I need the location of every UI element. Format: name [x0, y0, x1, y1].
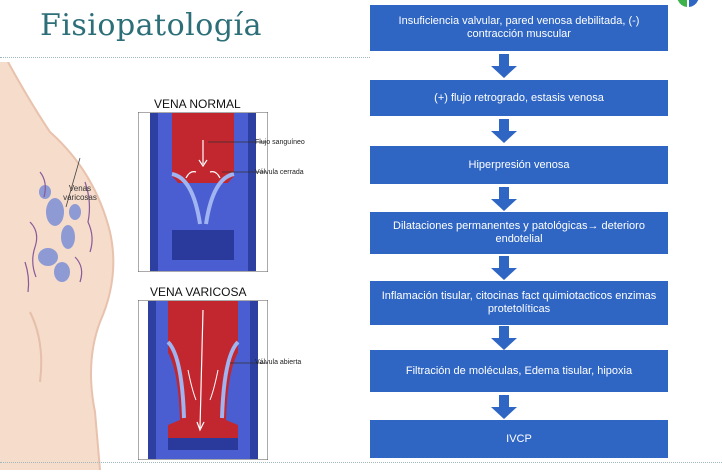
varicose-veins	[38, 185, 81, 282]
flow-step-6: Filtración de moléculas, Edema tisular, …	[370, 350, 668, 392]
normal-vein-heading: VENA NORMAL	[154, 97, 241, 111]
flow-step-3: Hiperpresión venosa	[370, 146, 668, 184]
callout-open-valve: Válvula abierta	[255, 359, 302, 366]
flow-step-2: (+) flujo retrogrado, estasis venosa	[370, 80, 668, 116]
flow-step-1: Insuficiencia valvular, pared venosa deb…	[370, 5, 668, 51]
bottom-divider	[0, 462, 722, 463]
varicose-vein-heading: VENA VARICOSA	[150, 285, 247, 299]
callout-closed-valve: Válvula cerrada	[255, 169, 304, 176]
normal-vein-illustration	[138, 112, 268, 272]
leg-drawing	[0, 61, 115, 471]
flow-arrow-3-icon	[491, 187, 517, 211]
flow-step-5: Inflamación tisular, citocinas fact quim…	[370, 281, 668, 325]
leg-label: Venas varicosas	[63, 184, 97, 202]
flow-arrow-6-icon	[491, 395, 517, 419]
flow-arrow-4-icon	[491, 256, 517, 280]
varicose-vein-illustration	[138, 300, 268, 460]
title-divider	[0, 57, 370, 58]
leg-illustration: Venas varicosas	[0, 61, 140, 471]
flow-arrow-1-icon	[491, 54, 517, 78]
corner-logo-icon	[677, 0, 699, 7]
flow-arrow-5-icon	[491, 326, 517, 350]
flow-arrow-2-icon	[491, 119, 517, 143]
flow-step-7: IVCP	[370, 420, 668, 458]
flow-step-4: Dilataciones permanentes y patológicas→ …	[370, 212, 668, 254]
slide-title: Fisiopatología	[40, 8, 263, 43]
callout-blood-flow: Flujo sanguíneo	[255, 139, 305, 146]
